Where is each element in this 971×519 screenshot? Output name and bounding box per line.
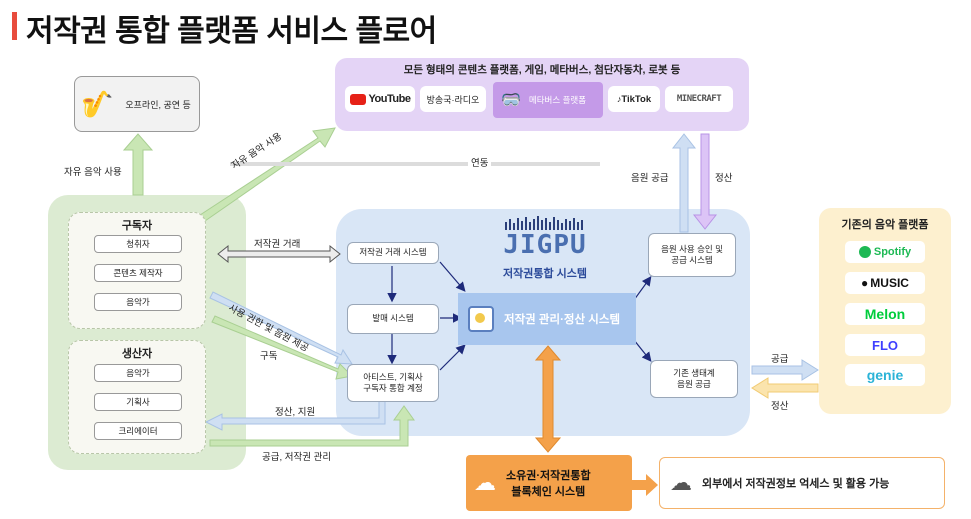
youtube-play-icon [350,94,366,105]
minecraft-logo: MINECRAFT [665,86,733,112]
existing-title: 기존의 음악 플랫폼 [819,216,951,232]
subscriber-item-creator: 콘텐츠 제작자 [94,264,182,282]
trade-system-node: 저작권 거래 시스템 [347,242,439,264]
cloud-globe-icon: ☁ [670,470,692,496]
genie-logo: genie [845,364,925,386]
external-access-box: ☁ 외부에서 저작권정보 억세스 및 활용 가능 [659,457,945,509]
label-supply-manage: 공급, 저작권 관리 [262,449,331,463]
core-system-node: 저작권 관리·정산 시스템 [458,293,636,345]
arrow-settle-down [694,134,716,229]
youtube-logo: YouTube [345,86,415,112]
producer-item-musician: 음악가 [94,364,182,382]
spotify-icon [859,246,871,258]
equalizer-icon [495,216,595,230]
jigpu-logo: JIGPU [495,216,595,264]
melon-logo: Melon [845,303,925,325]
tiktok-logo: ♪ TikTok [608,86,660,112]
vr-headset-icon: 🥽 [501,90,521,110]
label-supply-right: 공급 [771,351,788,365]
cloud-chain-icon: ☁ [474,470,496,496]
metaverse-logo: 🥽 메타버스 플랫폼 [493,82,603,118]
producer-title: 생산자 [68,345,206,361]
blockchain-box: ☁ 소유권·저작권통합 블록체인 시스템 [466,455,632,511]
offline-box: 🎷 오프라인, 공연 등 [74,76,200,132]
eco-supply-node: 기존 생태계 음원 공급 [650,360,738,398]
producer-item-creator: 크리에이터 [94,422,182,440]
spotify-logo: Spotify [845,241,925,263]
flo-logo: FLO [845,334,925,356]
arrow-external [632,474,658,496]
arrow-blockchain [536,346,560,452]
offline-label: 오프라인, 공연 등 [125,98,190,111]
label-link: 연동 [468,155,491,169]
approve-system-node: 음원 사용 승인 및 공급 시스템 [648,233,736,277]
jigpu-subtitle: 저작권통합 시스템 [470,265,620,281]
broadcast-logo: 방송국·라디오 [420,86,486,112]
account-system-node: 아티스트, 기획사 구독자 통합 계정 [347,364,439,402]
subscriber-title: 구독자 [68,217,206,233]
label-settle-right: 정산 [771,398,788,412]
issue-system-node: 발매 시스템 [347,304,439,334]
vault-icon [468,306,494,332]
label-subscribe: 구독 [260,348,277,362]
jigpu-wordmark: JIGPU [495,230,595,260]
arrow-settle-right [752,378,818,398]
platforms-heading: 모든 형태의 콘텐츠 플랫폼, 게임, 메타버스, 첨단자동차, 로봇 등 [335,62,749,77]
producer-item-agency: 기획사 [94,393,182,411]
label-settle-support: 정산, 지원 [275,404,315,418]
subscriber-item-musician: 음악가 [94,293,182,311]
label-supply-source: 음원 공급 [631,170,669,184]
subscriber-item-listener: 청취자 [94,235,182,253]
label-settle-top: 정산 [715,170,732,184]
saxophone-icon: 🎷 [81,89,113,120]
arrow-supply-up [673,134,695,232]
label-free-use-left: 자유 음악 사용 [64,164,122,178]
label-copyright-trade: 저작권 거래 [254,236,300,250]
arrow-free-use-up [124,134,152,195]
apple-icon: ● [861,276,868,290]
apple-music-logo: ● MUSIC [845,272,925,294]
